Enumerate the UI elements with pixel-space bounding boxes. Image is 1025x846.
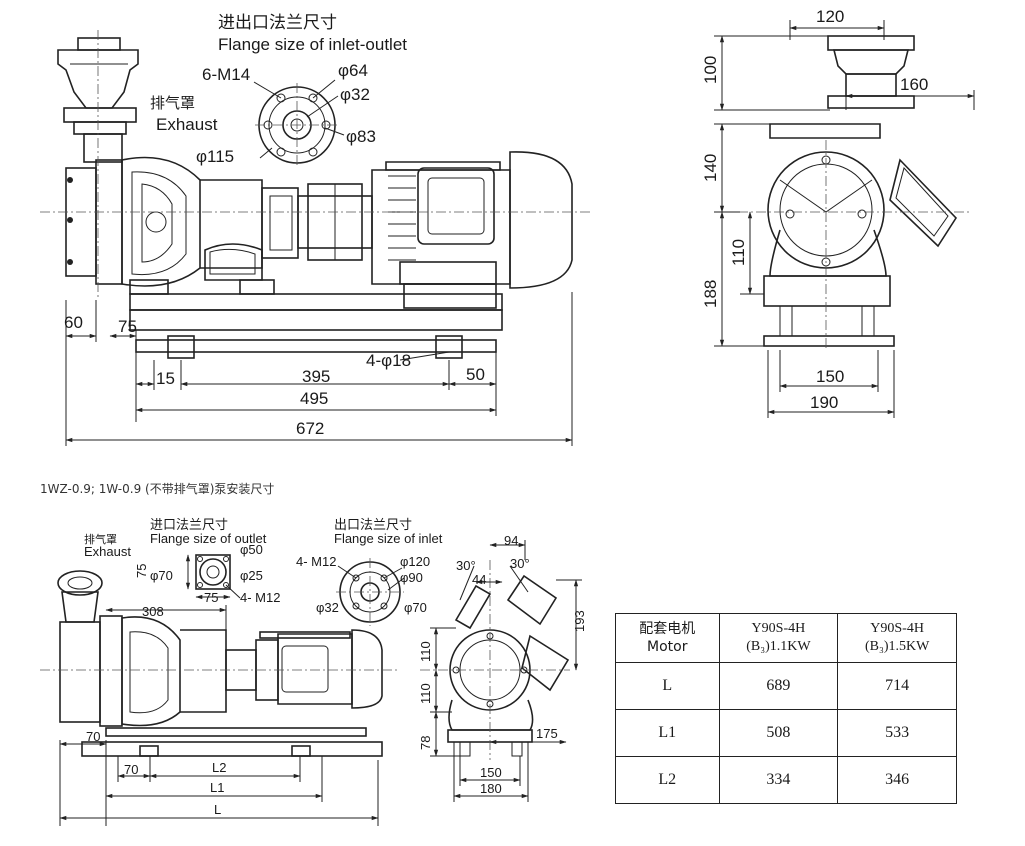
label-b-4-m12a: 4- M12 (240, 590, 280, 605)
dim-b-L: L (214, 802, 221, 817)
label-b-d50: φ50 (240, 542, 263, 557)
top-flange-title-en: Flange size of inlet-outlet (218, 35, 407, 54)
bottom-front-dims (430, 540, 582, 802)
dim-b-175: 175 (536, 726, 558, 741)
header-1-1kw: Y90S-4H (B₃)1.1KW (718, 613, 839, 663)
dim-b-110a: 110 (418, 641, 433, 662)
label-b-d32: φ32 (316, 600, 339, 615)
bottom-front-view (420, 560, 570, 760)
label-6-m14: 6-M14 (202, 65, 250, 84)
bottom-inlet-flange (336, 558, 405, 626)
row-value-1: 689 (718, 662, 839, 710)
top-flange-title-cn: 进出口法兰尺寸 (218, 13, 337, 33)
row-value-2: 346 (837, 756, 957, 804)
dim-b-308: 308 (142, 604, 164, 619)
motor-table-header-row: 配套电机 Motor Y90S-4H (B₃)1.1KW Y90S-4H (B₃… (615, 613, 957, 663)
dim-395: 395 (302, 367, 330, 386)
dim-150: 150 (816, 367, 844, 386)
top-front-dims (714, 20, 975, 418)
dim-190: 190 (810, 393, 838, 412)
table-row: L1 508 533 (615, 709, 957, 757)
dim-50: 50 (466, 365, 485, 384)
header-motor: 配套电机 Motor (615, 613, 720, 663)
header-1-5kw: Y90S-4H (B₃)1.5KW (837, 613, 957, 663)
top-front-view (720, 35, 970, 350)
dim-b-L1: L1 (210, 780, 224, 795)
dim-160: 160 (900, 75, 928, 94)
row-value-1: 334 (718, 756, 839, 804)
dim-100: 100 (701, 56, 720, 84)
dim-b-180: 180 (480, 781, 502, 796)
table-row: L 689 714 (615, 662, 957, 710)
row-label: L2 (615, 756, 720, 804)
inlet-title-en: Flange size of inlet (334, 531, 443, 546)
dim-120: 120 (816, 7, 844, 26)
dim-b-94: 94 (504, 533, 518, 548)
inlet-title-cn: 出口法兰尺寸 (334, 518, 412, 533)
dim-b-78: 78 (418, 736, 433, 750)
row-label: L (615, 662, 720, 710)
top-side-view (40, 30, 590, 359)
label-d32: φ32 (340, 85, 370, 104)
label-b-4-m12b: 4- M12 (296, 554, 336, 569)
dim-b-70a: 70 (86, 729, 100, 744)
dim-b-44: 44 (472, 572, 486, 587)
dim-15: 15 (156, 369, 175, 388)
bottom-exhaust-cn: 排气罩 (84, 532, 117, 546)
table-row: L2 334 346 (615, 756, 957, 804)
dim-495: 495 (300, 389, 328, 408)
dim-b-110b: 110 (418, 683, 433, 704)
bottom-outlet-flange (185, 554, 241, 600)
label-b-d70b: φ70 (404, 600, 427, 615)
dim-b-150: 150 (480, 765, 502, 780)
dim-110: 110 (729, 239, 748, 266)
label-b-d25: φ25 (240, 568, 263, 583)
dim-188: 188 (701, 280, 720, 308)
dim-b-193: 193 (572, 610, 587, 632)
label-angle-30b: 30° (510, 556, 530, 571)
outlet-title-cn: 进口法兰尺寸 (150, 518, 228, 533)
dim-75: 75 (118, 317, 137, 336)
row-value-2: 533 (837, 709, 957, 757)
top-side-dims (65, 292, 573, 446)
dim-b-75v: 75 (134, 564, 149, 578)
dim-672: 672 (296, 419, 324, 438)
label-b-d120: φ120 (400, 554, 430, 569)
label-d115: φ115 (196, 147, 234, 166)
dim-b-L2: L2 (212, 760, 226, 775)
motor-table: 配套电机 Motor Y90S-4H (B₃)1.1KW Y90S-4H (B₃… (615, 613, 957, 804)
row-value-1: 508 (718, 709, 839, 757)
label-b-d70: φ70 (150, 568, 173, 583)
section-caption: 1WZ-0.9; 1W-0.9 (不带排气罩)泵安装尺寸 (40, 482, 275, 496)
dim-b-70b: 70 (124, 762, 138, 777)
dim-60: 60 (64, 313, 83, 332)
row-value-2: 714 (837, 662, 957, 710)
outlet-title-en: Flange size of outlet (150, 531, 267, 546)
bottom-side-view (40, 570, 400, 757)
label-d64: φ64 (338, 61, 368, 80)
top-flange-detail (253, 79, 345, 168)
label-angle-30a: 30° (456, 558, 476, 573)
label-d83: φ83 (346, 127, 376, 146)
dim-b-75h: 75 (204, 590, 218, 605)
bottom-side-dims (59, 605, 379, 826)
label-4-d18: 4-φ18 (366, 351, 411, 370)
top-exhaust-cn: 排气罩 (150, 94, 195, 112)
dim-140: 140 (701, 154, 720, 182)
row-label: L1 (615, 709, 720, 757)
bottom-exhaust-en: Exhaust (84, 544, 131, 559)
top-exhaust-en: Exhaust (156, 115, 218, 134)
label-b-d90: φ90 (400, 570, 423, 585)
